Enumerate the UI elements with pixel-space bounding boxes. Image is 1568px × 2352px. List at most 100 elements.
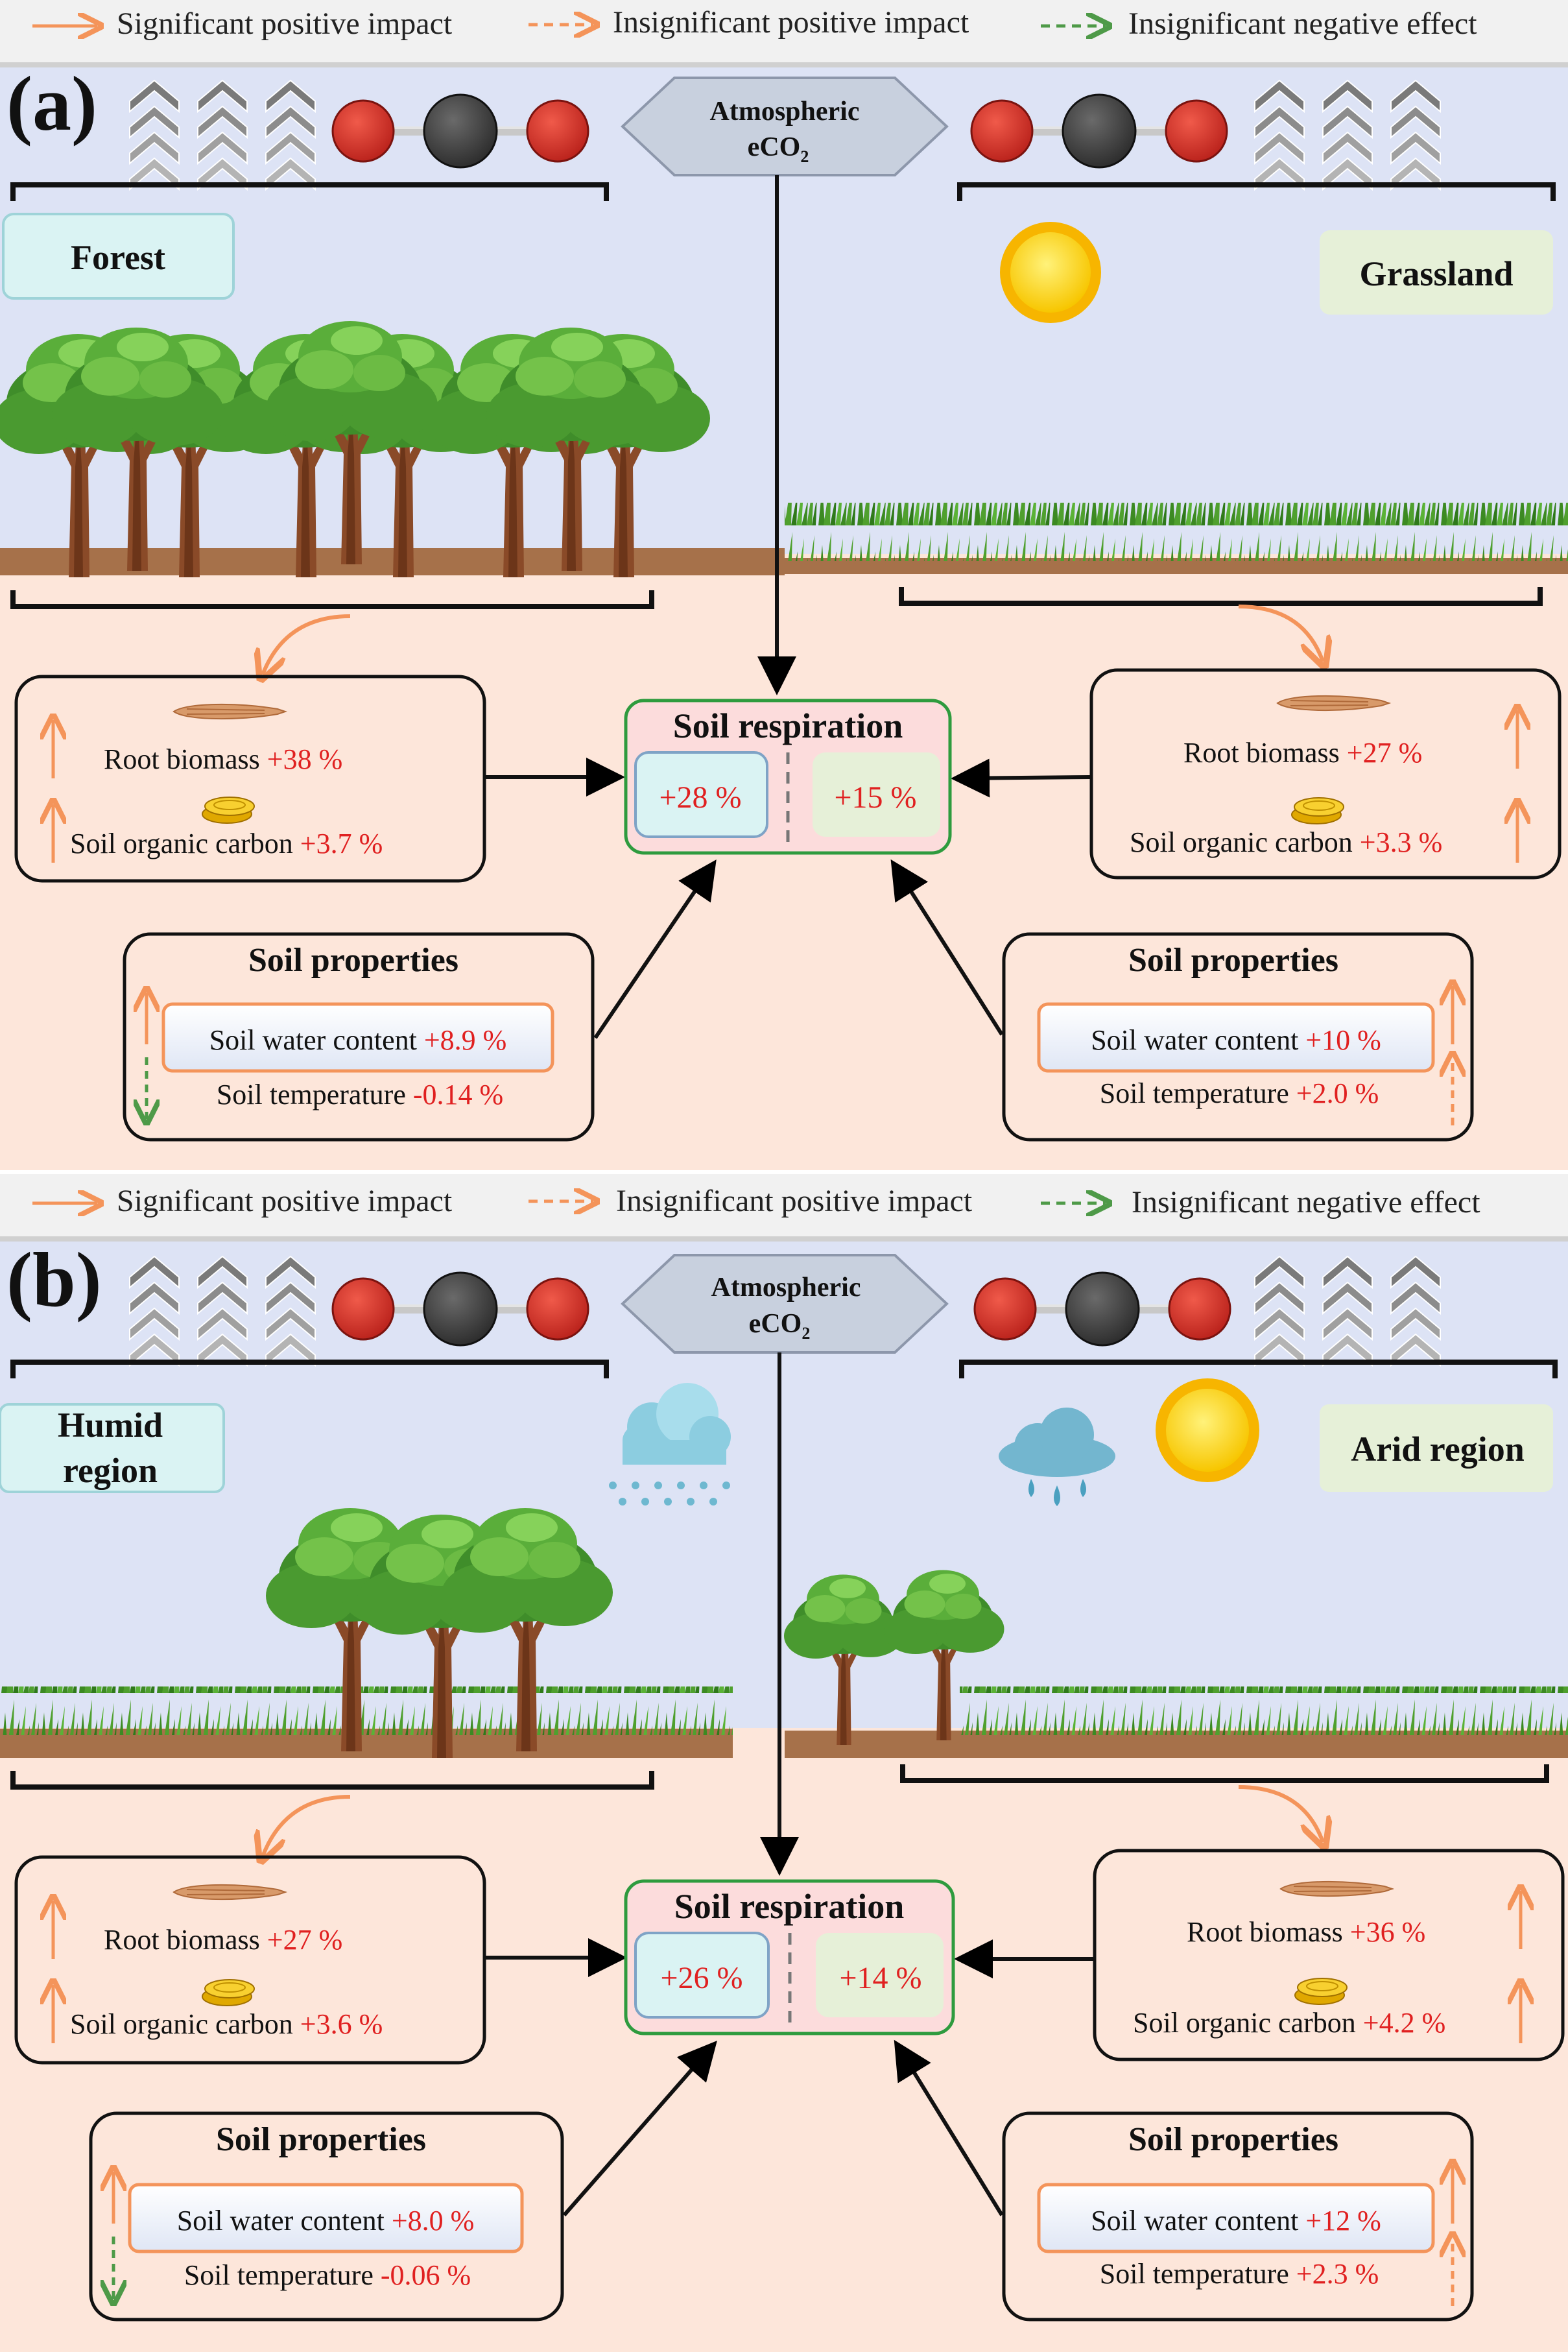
- sun-icon: [1156, 1378, 1259, 1482]
- root-biomass-row: Root biomass +36 %: [1187, 1916, 1425, 1948]
- panel-letter: (a): [6, 60, 97, 147]
- co2-molecule-icon: [331, 93, 589, 169]
- root-soc-to-respiration-arrow: [951, 758, 1092, 798]
- curved-arrow: [1238, 1785, 1323, 1842]
- light-rain-cloud-icon: [999, 1408, 1115, 1506]
- right-soil-properties-box: [1002, 2111, 1474, 2322]
- bracket: [900, 1764, 1549, 1783]
- arid-region-label-box: [1320, 1404, 1553, 1492]
- bracket: [10, 590, 654, 609]
- left-soil-properties-box: [123, 932, 595, 1142]
- panel-b: Significant positive impact Insignifican…: [0, 1174, 1568, 2352]
- carbon-icon: [1294, 1978, 1348, 2005]
- soc-row: Soil organic carbon +3.3 %: [1130, 826, 1442, 858]
- left-soil-properties-box: [89, 2111, 564, 2322]
- panel-a: Significant positive impact Insignifican…: [0, 0, 1568, 1170]
- soil-temp-row: Soil temperature +2.0 %: [1100, 1077, 1379, 1109]
- soil-properties-title: Soil properties: [1128, 942, 1338, 979]
- arid-region-label: Arid region: [1351, 1430, 1525, 1469]
- atmospheric-eco2-hexagon: [621, 1254, 949, 1354]
- legend-sig-pos-label: Significant positive impact: [117, 1184, 453, 1218]
- forest-respiration-value: +28 %: [659, 780, 741, 815]
- arid-respiration-value: +14 %: [839, 1961, 921, 1995]
- soil-properties-to-respiration-arrow: [890, 859, 1004, 1036]
- soil-properties-to-respiration-arrow: [894, 2039, 1004, 2216]
- swc-row: Soil water content +10 %: [1091, 1024, 1381, 1056]
- grassland-label: Grassland: [1359, 254, 1513, 293]
- panel-letter: (b): [6, 1236, 102, 1323]
- grass-strip: [960, 1686, 1568, 1735]
- hexagon-label-2: eCO2: [749, 1309, 811, 1343]
- rain-cloud-icon: [609, 1383, 731, 1506]
- root-biomass-row: Root biomass +27 %: [1183, 737, 1422, 769]
- humid-value-box: [634, 1932, 770, 2019]
- grassland-respiration-value: +15 %: [834, 780, 916, 815]
- soil-properties-title: Soil properties: [248, 942, 458, 979]
- bracket: [10, 1771, 654, 1790]
- swc-row: Soil water content +8.9 %: [209, 1024, 507, 1056]
- soil-properties-to-respiration-arrow: [562, 2040, 717, 2216]
- bracket: [10, 1360, 609, 1378]
- left-root-soc-box: [14, 1855, 486, 2065]
- curved-arrow: [1238, 605, 1323, 662]
- right-root-soc-box: [1093, 1849, 1565, 2061]
- carbon-icon: [202, 1979, 255, 2006]
- right-soil-properties-box: [1002, 932, 1474, 1142]
- hexagon-label-1: Atmospheric: [710, 97, 860, 126]
- forest-label: Forest: [71, 238, 165, 277]
- humid-region-label-1: Humid: [58, 1406, 163, 1445]
- soil-temp-row: Soil temperature +2.3 %: [1100, 2258, 1379, 2290]
- hexagon-label-2: eCO2: [748, 132, 809, 166]
- soc-row: Soil organic carbon +4.2 %: [1133, 2007, 1445, 2039]
- soil-temp-row: Soil temperature -0.14 %: [217, 1079, 503, 1110]
- swc-pill: [161, 1002, 554, 1073]
- forest-label-box: [2, 213, 235, 300]
- grass-strip: [0, 1686, 733, 1735]
- legend-insig-neg-label: Insignificant negative effect: [1132, 1185, 1480, 1219]
- co2-molecule-icon: [973, 1271, 1231, 1347]
- carbon-icon: [202, 797, 255, 824]
- soil-respiration-title: Soil respiration: [673, 706, 903, 745]
- soil-respiration-title: Soil respiration: [674, 1887, 905, 1926]
- swc-pill: [128, 2183, 524, 2253]
- soil-properties-title: Soil properties: [1128, 2121, 1338, 2158]
- right-root-soc-box: [1089, 668, 1562, 880]
- soc-row: Soil organic carbon +3.7 %: [70, 828, 383, 859]
- swc-pill: [1037, 2183, 1435, 2253]
- root-biomass-row: Root biomass +27 %: [104, 1924, 342, 1956]
- root-biomass-row: Root biomass +38 %: [104, 743, 342, 775]
- soil-properties-title: Soil properties: [216, 2121, 426, 2158]
- legend-insig-pos-label: Insignificant positive impact: [616, 1184, 973, 1218]
- curved-arrow: [263, 1795, 351, 1856]
- bracket: [899, 587, 1543, 606]
- humid-region-label-box: [0, 1403, 225, 1493]
- forest-ground: [0, 548, 785, 575]
- swc-pill: [1037, 1002, 1435, 1073]
- swc-row: Soil water content +8.0 %: [177, 2205, 475, 2237]
- co2-molecule-icon: [331, 1271, 589, 1347]
- bracket: [959, 1360, 1558, 1378]
- atmospheric-eco2-hexagon: [621, 77, 949, 176]
- soil-properties-to-respiration-arrow: [593, 859, 717, 1039]
- arid-value-box: [816, 1933, 944, 2017]
- carbon-icon: [1291, 797, 1344, 824]
- forest-value-box: [634, 751, 768, 838]
- grassland-value-box: [813, 752, 940, 837]
- sun-icon: [1000, 222, 1101, 323]
- soc-row: Soil organic carbon +3.6 %: [70, 2008, 383, 2040]
- legend-sig-pos-label: Significant positive impact: [117, 6, 453, 41]
- legend-insig-neg-label: Insignificant negative effect: [1128, 6, 1477, 41]
- humid-region-label-2: region: [63, 1451, 158, 1490]
- soil-temp-row: Soil temperature -0.06 %: [184, 2259, 471, 2291]
- swc-row: Soil water content +12 %: [1091, 2205, 1381, 2237]
- hexagon-label-1: Atmospheric: [711, 1273, 861, 1302]
- bracket: [957, 182, 1556, 201]
- bracket: [10, 182, 609, 201]
- grassland-label-box: [1320, 230, 1553, 315]
- grass-strip: [785, 503, 1568, 561]
- co2-molecule-icon: [970, 93, 1228, 169]
- legend-insig-pos-label: Insignificant positive impact: [613, 5, 969, 40]
- humid-respiration-value: +26 %: [660, 1961, 742, 1995]
